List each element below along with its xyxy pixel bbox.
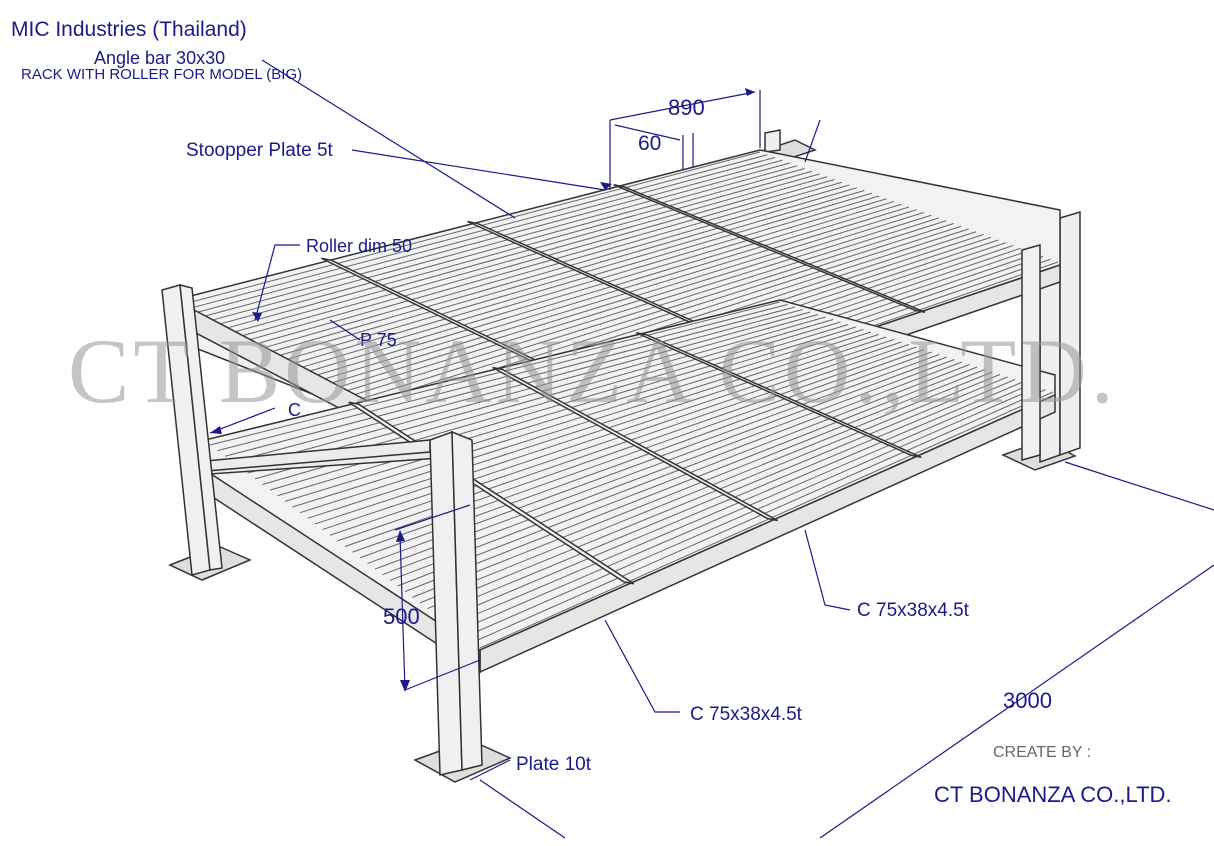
lower-rollers — [209, 301, 1054, 649]
company-title: MIC Industries (Thailand) — [11, 18, 247, 41]
post-rear-left — [764, 129, 781, 153]
drawing-subtitle: RACK WITH ROLLER FOR MODEL (BIG) — [21, 66, 303, 83]
label-pitch: P 75 — [360, 330, 397, 350]
label-c-channel-right: C 75x38x4.5t — [857, 600, 969, 621]
credit-company: CT BONANZA CO.,LTD. — [934, 782, 1172, 807]
label-c-short: C — [288, 400, 301, 420]
credit-label: CREATE BY : — [993, 744, 1092, 761]
watermark: CT BONANZA CO.,LTD. — [68, 320, 1118, 422]
label-roller-dim: Roller dim 50 — [306, 236, 413, 256]
dim-height: 500 — [383, 604, 420, 629]
post-front-right — [1021, 244, 1041, 461]
dim-width: 890 — [668, 95, 705, 120]
dim-gap: 60 — [638, 132, 662, 155]
post-front-center — [429, 430, 483, 776]
label-c-channel-bottom: C 75x38x4.5t — [690, 704, 802, 725]
arrowheads — [210, 88, 755, 692]
dim-length: 3000 — [1003, 688, 1052, 713]
label-plate: Plate 10t — [516, 754, 591, 775]
post-front-left — [161, 284, 223, 576]
leader-lines — [209, 59, 1214, 839]
label-angle-bar: Angle bar 30x30 — [94, 48, 226, 68]
label-stopper-plate: Stoopper Plate 5t — [186, 140, 333, 161]
